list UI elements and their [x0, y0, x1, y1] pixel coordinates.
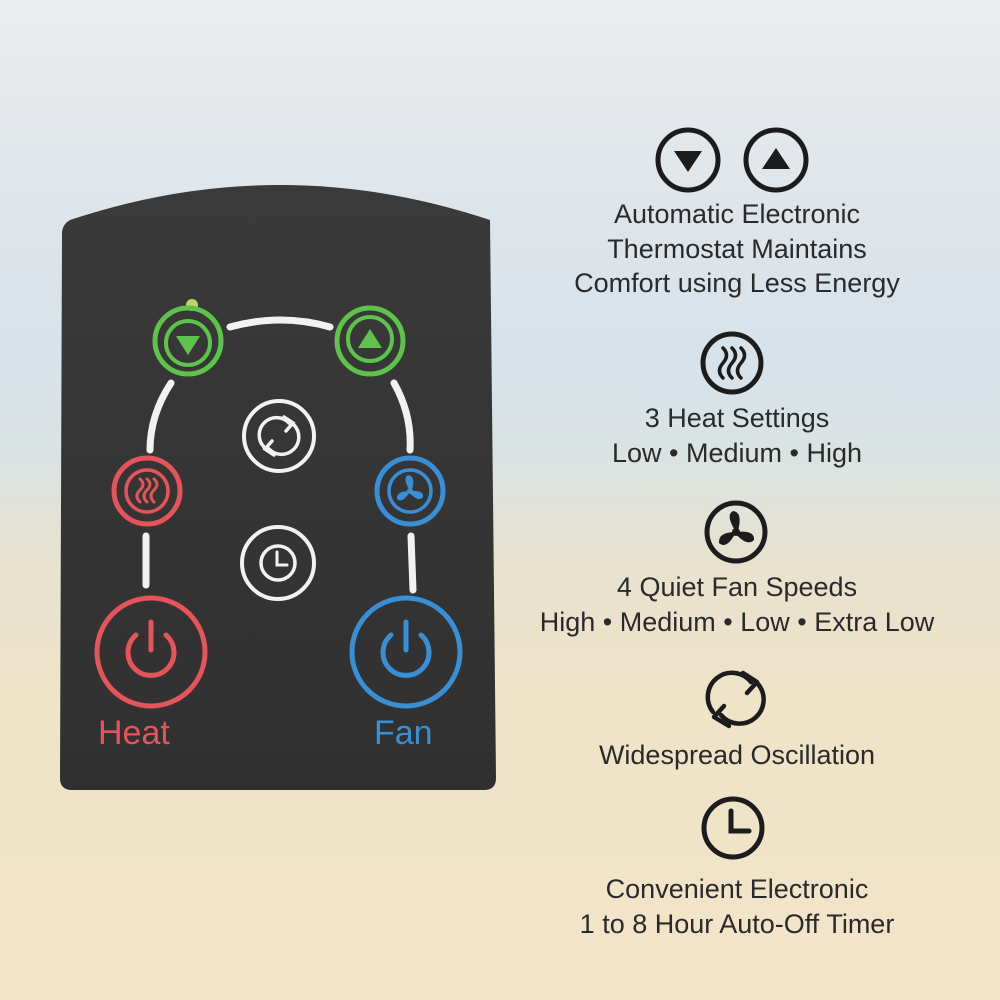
oscillation-icon — [705, 670, 766, 729]
temp-down-button[interactable] — [152, 305, 224, 377]
up-arrow-icon — [743, 127, 809, 193]
feature-line: 1 to 8 Hour Auto-Off Timer — [579, 908, 895, 939]
timer-button[interactable] — [240, 525, 316, 601]
indicator-track — [142, 316, 417, 594]
feature-line: High • Medium • Low • Extra Low — [539, 606, 935, 637]
feature-fan-speeds: 4 Quiet Fan Speeds High • Medium • Low •… — [500, 570, 974, 639]
feature-line: Automatic Electronic — [613, 199, 861, 229]
fan-icon — [387, 468, 433, 514]
heat-power-button[interactable] — [94, 595, 208, 709]
timer-clock-icon — [701, 796, 765, 860]
feature-timer: Convenient Electronic 1 to 8 Hour Auto-O… — [500, 872, 974, 941]
oscillation-button[interactable] — [242, 399, 316, 473]
heat-settings-button[interactable] — [111, 455, 183, 527]
fan-icon — [704, 500, 768, 564]
heat-waves-icon — [700, 331, 764, 395]
feature-heat-settings: 3 Heat Settings Low • Medium • High — [500, 401, 974, 470]
down-arrow-icon — [164, 319, 212, 367]
feature-line: Convenient Electronic — [605, 874, 869, 904]
temp-up-button[interactable] — [334, 305, 406, 377]
fan-label: Fan — [374, 714, 433, 752]
fan-power-button[interactable] — [349, 595, 463, 709]
feature-line: Low • Medium • High — [611, 437, 862, 468]
oscillation-icon — [257, 415, 301, 457]
timer-clock-icon — [259, 544, 297, 582]
heat-waves-icon — [124, 468, 170, 514]
fan-speed-button[interactable] — [374, 455, 446, 527]
feature-line: Comfort using Less Energy — [574, 268, 900, 298]
heat-label: Heat — [98, 714, 170, 752]
feature-line: 4 Quiet Fan Speeds — [616, 572, 858, 602]
feature-thermostat: Automatic Electronic Thermostat Maintain… — [500, 197, 974, 301]
heat-power-icon — [125, 619, 177, 678]
up-arrow-icon — [346, 315, 394, 363]
feature-line: Thermostat Maintains — [607, 233, 867, 264]
feature-line: Widespread Oscillation — [598, 740, 876, 770]
down-arrow-icon — [655, 127, 721, 193]
feature-oscillation: Widespread Oscillation — [500, 738, 974, 773]
feature-thermostat-icons — [655, 127, 809, 193]
fan-power-icon — [380, 619, 432, 678]
feature-line: 3 Heat Settings — [644, 403, 830, 433]
